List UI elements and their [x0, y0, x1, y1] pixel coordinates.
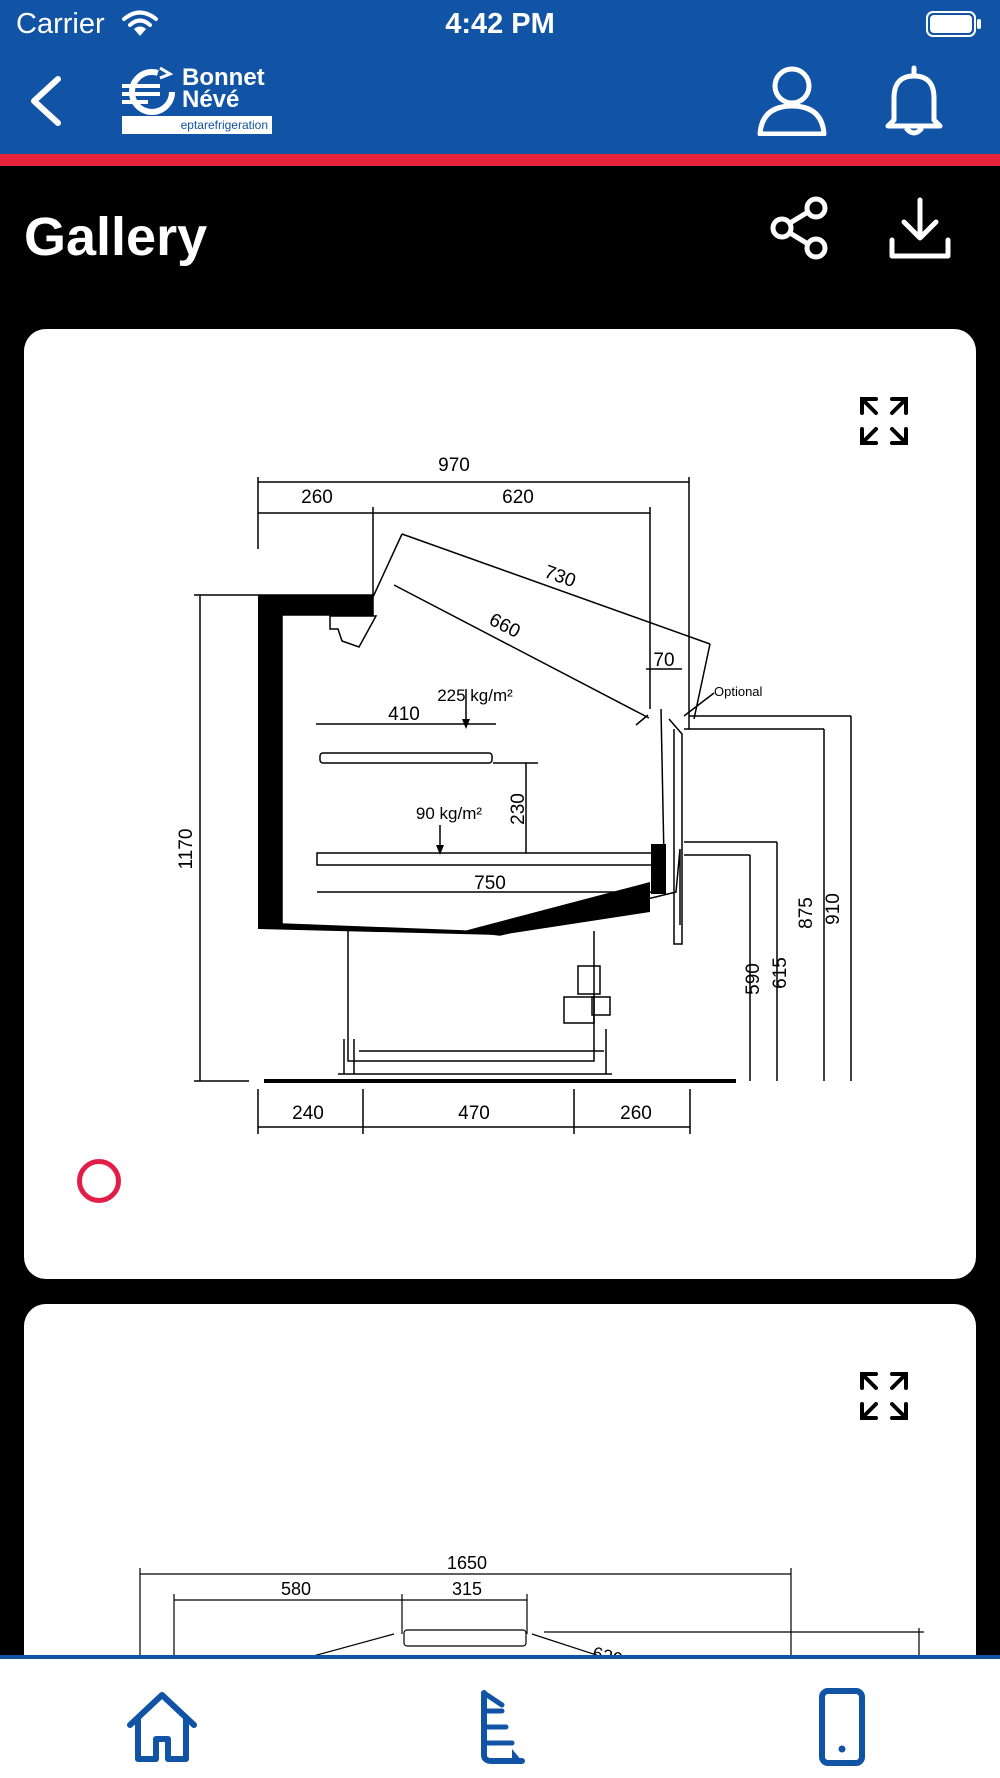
expand-icon[interactable] [858, 1370, 910, 1422]
dim-730: 730 [541, 562, 578, 593]
load-225: 225 kg/m² [437, 686, 513, 705]
dim-660: 660 [486, 610, 524, 643]
brand-name-line2: Névé [182, 86, 240, 113]
dim-470: 470 [458, 1103, 490, 1124]
gallery-card: 1650 580 315 620 [24, 1304, 976, 1664]
home-icon[interactable] [122, 1687, 202, 1767]
share-icon[interactable] [768, 196, 832, 260]
dim-260-bottom: 260 [620, 1103, 652, 1124]
catalog-icon[interactable] [462, 1687, 542, 1767]
dim-875: 875 [796, 897, 817, 929]
dim-590: 590 [743, 963, 764, 995]
dim-615: 615 [770, 957, 791, 989]
dim-410: 410 [388, 704, 420, 725]
bell-icon[interactable] [882, 64, 946, 136]
technical-drawing: 1650 580 315 620 [139, 1553, 924, 1664]
dim-580: 580 [281, 1579, 311, 1599]
brand-name-line1: Bonnet [182, 64, 265, 91]
dim-315: 315 [452, 1579, 482, 1599]
dim-970: 970 [438, 455, 470, 476]
dim-620: 620 [502, 487, 534, 508]
dim-70: 70 [653, 650, 674, 671]
back-icon[interactable] [22, 73, 72, 129]
brand-logo: Bonnet Névé eptarefrigeration [120, 64, 275, 136]
dim-750: 750 [474, 873, 506, 894]
header-accent-stripe [0, 154, 1000, 166]
gallery-card: 970 260 620 730 660 70 Optional 410 225 … [24, 329, 976, 1279]
dim-260-top: 260 [301, 487, 333, 508]
download-icon[interactable] [888, 196, 952, 262]
expand-icon[interactable] [858, 395, 910, 447]
dim-1650: 1650 [447, 1553, 487, 1573]
status-time: 4:42 PM [445, 8, 555, 40]
dim-230: 230 [508, 793, 529, 825]
technical-drawing: 970 260 620 730 660 70 Optional 410 225 … [176, 455, 852, 1134]
app-header: Bonnet Névé eptarefrigeration [0, 50, 1000, 154]
bottom-tab-bar [0, 1655, 1000, 1778]
dim-1170: 1170 [176, 829, 197, 870]
page-indicator-dot[interactable] [77, 1159, 121, 1203]
dim-240: 240 [292, 1103, 324, 1124]
device-icon[interactable] [802, 1687, 882, 1767]
wifi-icon [122, 10, 158, 36]
page-title: Gallery [24, 207, 208, 267]
brand-logo-mark [122, 66, 175, 115]
user-icon[interactable] [756, 64, 828, 136]
optional-label: Optional [714, 684, 763, 699]
load-90: 90 kg/m² [416, 804, 482, 823]
carrier-label: Carrier [16, 8, 105, 40]
battery-icon [926, 11, 981, 37]
brand-subtitle: eptarefrigeration [122, 116, 272, 134]
dim-910: 910 [823, 893, 844, 925]
status-bar: Carrier 4:42 PM [0, 0, 1000, 50]
